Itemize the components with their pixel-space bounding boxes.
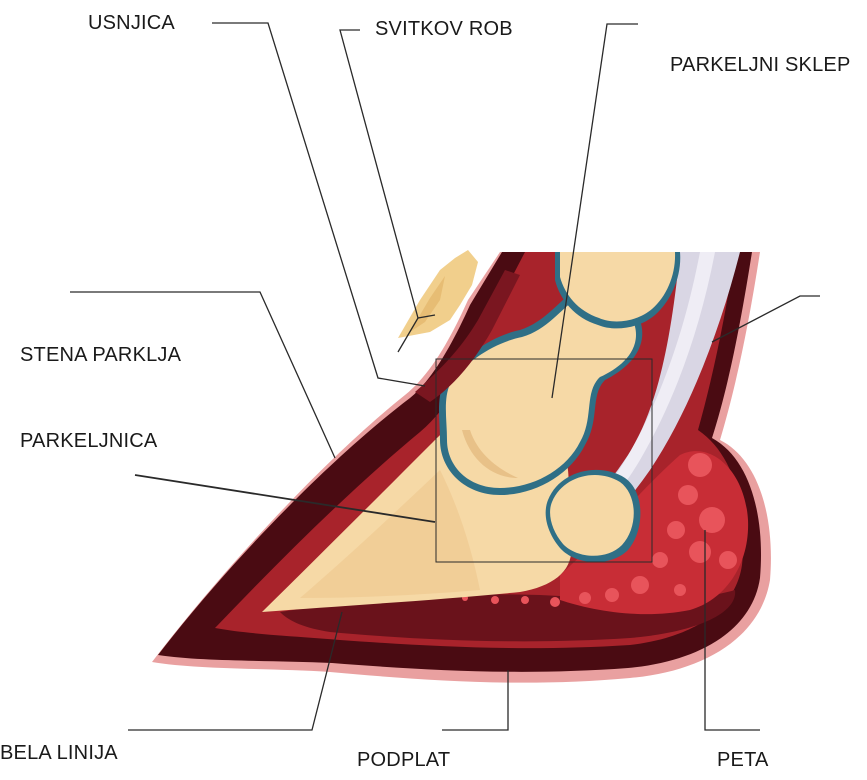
label-stena-parklja: STENA PARKLJA	[20, 344, 181, 367]
label-podplat: PODPLAT	[357, 749, 450, 772]
leader-svitkov	[340, 30, 435, 318]
label-parkeljni-sklep: PARKELJNI SKLEP	[670, 54, 850, 77]
leader-usnjica	[212, 23, 425, 386]
label-usnjica: USNJICA	[88, 12, 175, 35]
label-parkeljnica: PARKELJNICA	[20, 430, 157, 453]
label-bela-linija: BELA LINIJA	[0, 742, 118, 765]
label-svitkov-rob: SVITKOV ROB	[375, 18, 513, 41]
label-peta: PETA	[717, 749, 769, 772]
